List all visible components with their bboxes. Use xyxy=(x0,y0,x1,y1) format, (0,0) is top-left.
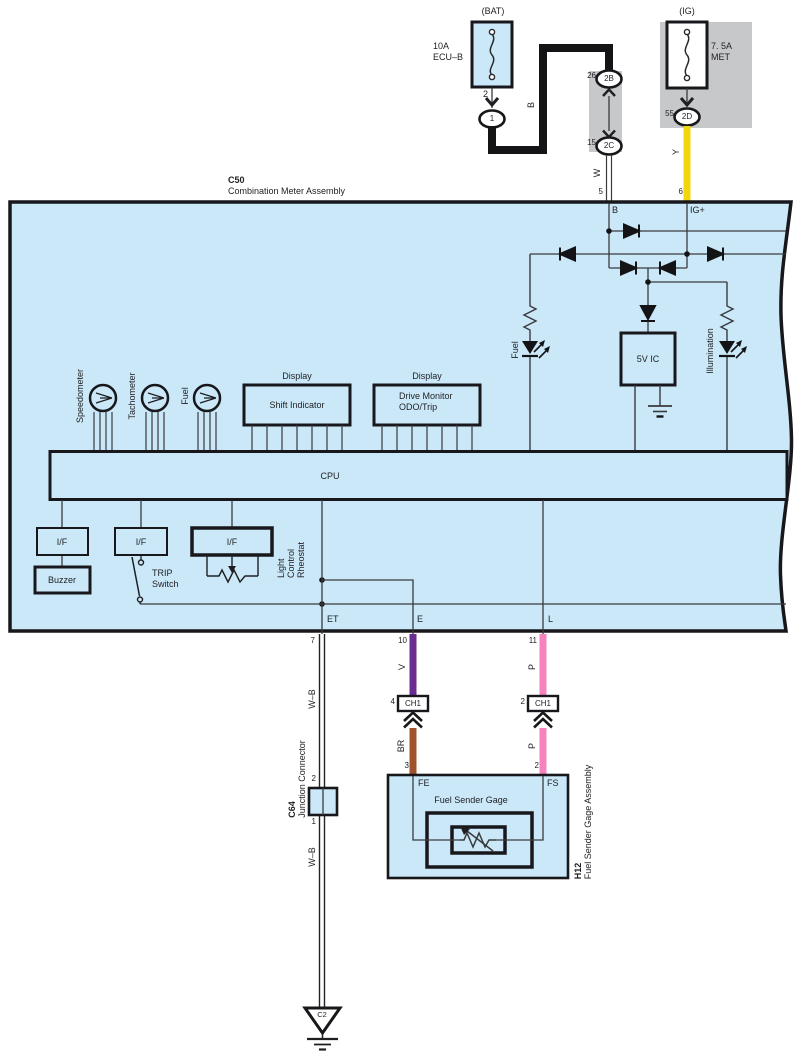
node-1: 1 xyxy=(489,114,495,123)
bat-pin: 2 xyxy=(482,89,488,99)
display1-label: Shift Indicator xyxy=(269,400,325,410)
ig-title: (IG) xyxy=(679,6,695,16)
sender-fe-label: FE xyxy=(418,778,430,788)
ig-fuse-symbol xyxy=(665,20,709,127)
meter-b-pin-label: B xyxy=(612,205,619,215)
v-wire-label: V xyxy=(397,663,407,671)
gauge-symbols xyxy=(88,383,222,451)
meter-code: C50 xyxy=(228,175,245,185)
wb-label-upper: W–B xyxy=(307,689,317,709)
sender-arrow xyxy=(460,826,470,835)
c64-connector xyxy=(307,786,339,817)
display2-line1: Drive Monitor xyxy=(399,391,453,401)
if3-label: I/F xyxy=(226,537,238,547)
rheostat-symbol xyxy=(206,555,259,584)
illumination-led-label: Illumination xyxy=(705,328,715,374)
p-wire-label-lower: P xyxy=(527,742,537,750)
ic-ground xyxy=(634,385,672,451)
c64-label: C64 Junction Connector xyxy=(287,740,307,818)
sender-assembly-label: H12 Fuel Sender Gage Assembly xyxy=(573,764,593,880)
ch1-right-pin: 2 xyxy=(520,697,525,706)
junction-2b-2c xyxy=(595,69,623,202)
conn-2d: 2D xyxy=(681,112,693,121)
b-thick-wire xyxy=(488,44,613,154)
pin-3: 3 xyxy=(404,761,409,770)
rheostat-arrow xyxy=(228,566,236,573)
cpu-label: CPU xyxy=(320,471,340,481)
pin-26: 26 xyxy=(587,71,596,80)
bat-title: (BAT) xyxy=(481,6,505,16)
p-wire-label-upper: P xyxy=(527,663,537,671)
conn-2b: 2B xyxy=(604,74,614,83)
bat-name: ECU–B xyxy=(433,52,464,62)
display-boxes xyxy=(242,383,482,451)
ch1-left-pin: 4 xyxy=(390,697,395,706)
br-wire-label: BR xyxy=(396,739,406,753)
gauge-speedometer-label: Speedometer xyxy=(75,368,85,424)
ic-label: 5V IC xyxy=(636,354,660,364)
pin-11: 11 xyxy=(528,636,537,645)
fuel-led xyxy=(522,340,550,359)
5v-ic-box xyxy=(619,331,677,387)
gauge-tachometer-label: Tachometer xyxy=(127,372,137,420)
ig-name: MET xyxy=(711,52,730,62)
illumination-led-branch xyxy=(719,282,735,451)
sender-fs-label: FS xyxy=(547,778,559,788)
c2-ground-symbol xyxy=(302,1006,343,1051)
cpu-bar xyxy=(48,450,789,501)
c2-ground-label: C2 xyxy=(317,1010,327,1019)
if2-label: I/F xyxy=(135,537,147,547)
meter-ig-pin-label: IG+ xyxy=(690,205,705,215)
meter-title: Combination Meter Assembly xyxy=(228,186,346,196)
c64-pin-bottom: 1 xyxy=(311,817,316,826)
trip-label-2: Switch xyxy=(152,579,179,589)
wb-label-lower: W–B xyxy=(307,847,317,867)
gauge-fuel-label: Fuel xyxy=(180,387,190,405)
pin-7: 7 xyxy=(310,636,315,645)
ch1-left-label: CH1 xyxy=(404,699,422,708)
buzzer-label: Buzzer xyxy=(47,575,77,585)
pin-55: 55 xyxy=(665,109,674,118)
pin-l-label: L xyxy=(548,614,554,624)
display2-caption: Display xyxy=(412,371,442,381)
sender-gage-label: Fuel Sender Gage xyxy=(434,795,508,805)
illumination-led xyxy=(719,340,747,359)
ch1-connectors xyxy=(396,694,560,729)
if-boxes xyxy=(33,526,274,595)
pin-2-sender: 2 xyxy=(534,761,539,770)
diodes xyxy=(557,222,726,322)
pin-15: 15 xyxy=(587,138,596,147)
pin-6: 6 xyxy=(678,187,683,196)
bat-amp: 10A xyxy=(433,41,450,51)
y-wire-label: Y xyxy=(671,148,681,156)
fuel-sender-assembly xyxy=(386,773,570,880)
wb-wire xyxy=(318,634,326,1008)
pin-et-label: ET xyxy=(327,614,339,624)
display2-line2: ODO/Trip xyxy=(399,402,438,412)
cpu-lower-wiring xyxy=(61,500,786,634)
if1-label: I/F xyxy=(56,537,68,547)
rheostat-label: Light Control Rheostat xyxy=(276,541,306,579)
pin-10: 10 xyxy=(398,636,407,645)
w-wire-label: W xyxy=(592,168,602,178)
ig-amp: 7. 5A xyxy=(711,41,733,51)
pin-5: 5 xyxy=(598,187,603,196)
trip-label-1: TRIP xyxy=(152,568,173,578)
trip-switch-symbol xyxy=(131,555,145,604)
fuel-led-branch xyxy=(522,254,538,451)
conn-2c: 2C xyxy=(603,141,615,150)
c64-pin-top: 2 xyxy=(311,774,316,783)
b-wire-label: B xyxy=(526,101,536,109)
fuel-led-label: Fuel xyxy=(510,341,520,359)
bat-fuse-symbol xyxy=(470,20,514,129)
ch1-right-label: CH1 xyxy=(534,699,552,708)
display1-caption: Display xyxy=(282,371,312,381)
pin-e-label: E xyxy=(417,614,424,624)
